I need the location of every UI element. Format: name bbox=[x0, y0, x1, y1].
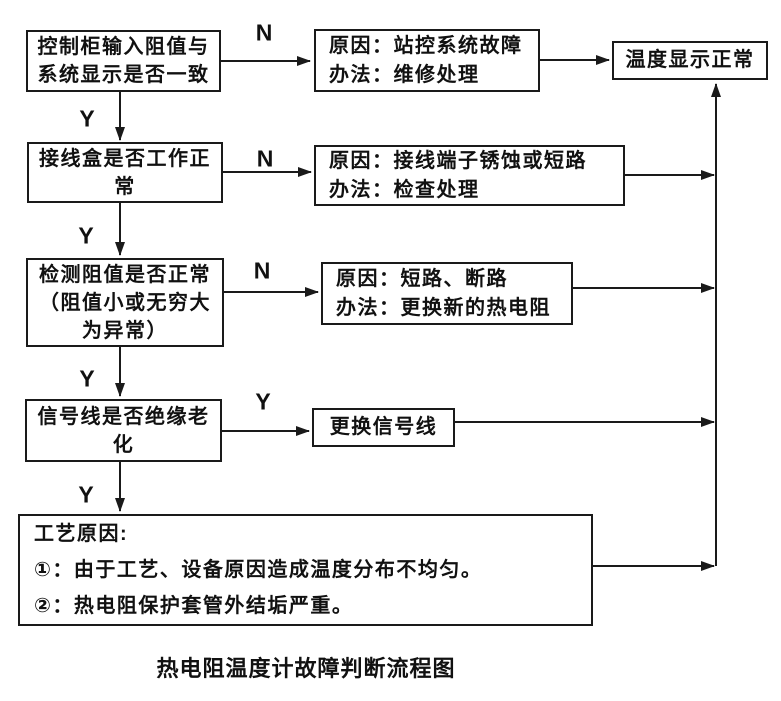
branch-label-yes-3: Y bbox=[79, 365, 95, 392]
box-text-line: 原因：站控系统故障 bbox=[329, 34, 523, 57]
box-text-line: 更换信号线 bbox=[329, 416, 438, 438]
box-text-line: 工艺原因: bbox=[34, 523, 129, 545]
box-text-line: ①：由于工艺、设备原因造成温度分布不均匀。 bbox=[34, 559, 483, 581]
decision-box-junction-box: 接线盒是否工作正 常 bbox=[27, 142, 223, 203]
box-text-line: 化 bbox=[112, 433, 135, 456]
decision-box-input-resistance: 控制柜输入阻值与 系统显示是否一致 bbox=[26, 30, 221, 92]
box-text-line: ②：热电阻保护套管外结垢严重。 bbox=[34, 595, 354, 617]
box-text-line: 为异常） bbox=[82, 319, 168, 342]
action-box-replace-signal-line: 更换信号线 bbox=[312, 408, 455, 447]
box-text-line: 常 bbox=[114, 175, 136, 198]
branch-label-no-1: N bbox=[255, 19, 273, 46]
branch-label-yes-2: Y bbox=[78, 222, 94, 249]
box-text-line: 办法：检查处理 bbox=[329, 178, 480, 201]
process-reason-box: 工艺原因: ①：由于工艺、设备原因造成温度分布不均匀。 ②：热电阻保护套管外结垢… bbox=[18, 514, 593, 626]
result-box-station-control-fault: 原因：站控系统故障 办法：维修处理 bbox=[314, 29, 540, 92]
decision-box-resistance-check: 检测阻值是否正常 （阻值小或无穷大 为异常） bbox=[26, 258, 224, 347]
box-text-line: 系统显示是否一致 bbox=[37, 64, 210, 86]
box-text-line: 检测阻值是否正常 bbox=[39, 263, 211, 286]
box-text-line: 原因：接线端子锈蚀或短路 bbox=[329, 149, 587, 172]
box-text-line: 办法：维修处理 bbox=[329, 63, 480, 86]
branch-label-no-3: N bbox=[253, 257, 271, 284]
box-text-line: 温度显示正常 bbox=[625, 49, 755, 71]
branch-label-yes-4: Y bbox=[255, 388, 271, 415]
box-text-line: 办法：更换新的热电阻 bbox=[336, 296, 551, 319]
result-box-terminal-corrosion: 原因：接线端子锈蚀或短路 办法：检查处理 bbox=[314, 145, 625, 206]
box-text-line: 控制柜输入阻值与 bbox=[37, 36, 210, 58]
diagram-caption: 热电阻温度计故障判断流程图 bbox=[156, 656, 456, 681]
decision-box-signal-line: 信号线是否绝缘老 化 bbox=[25, 399, 222, 462]
box-text-line: 信号线是否绝缘老 bbox=[37, 405, 210, 428]
box-text-line: 原因：短路、断路 bbox=[336, 267, 508, 290]
end-box-temperature-normal: 温度显示正常 bbox=[612, 41, 768, 80]
result-box-short-open-circuit: 原因：短路、断路 办法：更换新的热电阻 bbox=[321, 262, 573, 325]
box-text-line: 接线盒是否工作正 bbox=[39, 147, 211, 170]
box-text-line: （阻值小或无穷大 bbox=[39, 291, 211, 314]
branch-label-no-2: N bbox=[256, 145, 274, 172]
branch-label-yes-5: Y bbox=[78, 481, 94, 508]
branch-label-yes-1: Y bbox=[79, 105, 95, 132]
